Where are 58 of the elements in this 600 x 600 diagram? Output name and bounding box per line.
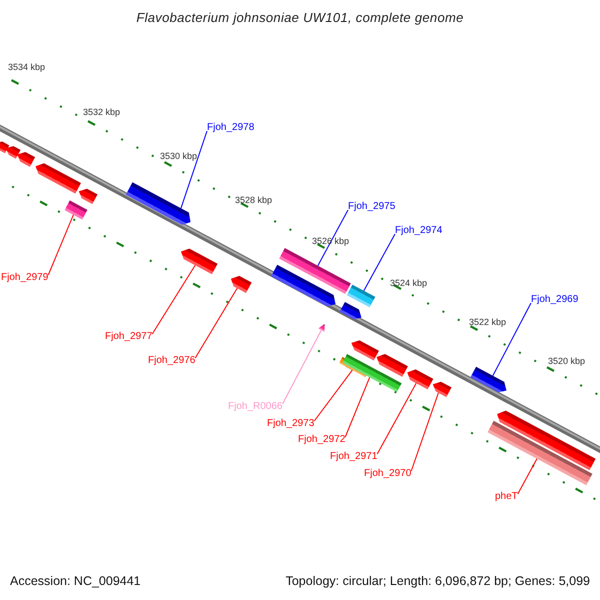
gene-label: Fjoh_2975: [348, 201, 396, 213]
leader-line: [282, 330, 322, 404]
scale-label: 3524 kbp: [390, 278, 428, 288]
scale-label: 3520 kbp: [548, 356, 586, 366]
gene-feature: [180, 248, 218, 274]
gene-feature: [279, 248, 351, 294]
gene-feature: [6, 146, 21, 159]
gene-label: Fjoh_2969: [531, 294, 578, 306]
gene-feature: [36, 163, 81, 194]
leader-line: [317, 210, 348, 266]
leader-line: [344, 376, 370, 438]
gene-feature: [64, 200, 88, 220]
gene-label: pheT: [495, 491, 518, 503]
leader-line: [363, 234, 396, 292]
gene-feature: [346, 284, 376, 308]
gene-label: Fjoh_2970: [364, 468, 412, 480]
gene-label: Fjoh_2979: [1, 272, 48, 284]
diagram-title: Flavobacterium johnsoniae UW101, complete genome: [135, 10, 465, 25]
gene-feature: [126, 182, 191, 225]
leader-line: [194, 288, 238, 358]
gene-feature: [407, 369, 434, 390]
scale-label: 3526 kbp: [312, 236, 350, 246]
gene-label: Fjoh_2971: [330, 451, 378, 463]
gene-feature: [376, 354, 408, 377]
gene-label: Fjoh_2978: [207, 122, 254, 134]
footer-text: Accession: NC_009441: [10, 574, 141, 588]
gene-marker: [318, 324, 325, 332]
gene-label: Fjoh_2972: [298, 434, 346, 446]
gene-feature: [432, 382, 452, 398]
gene-feature: [351, 340, 379, 360]
leader-line: [376, 382, 417, 454]
leader-line: [180, 130, 208, 209]
gene-feature: [497, 410, 596, 470]
gene-label: Fjoh_2976: [148, 355, 196, 367]
leader-line: [48, 214, 74, 276]
scale-label: 3532 kbp: [83, 107, 120, 117]
leader-line: [410, 392, 439, 472]
gene-label: Fjoh_2977: [105, 331, 152, 343]
gene-feature: [17, 152, 36, 167]
gene-label: Fjoh_2974: [395, 225, 442, 237]
gene-feature: [470, 366, 506, 392]
gene-feature: [488, 420, 592, 486]
footer-text: Topology: circular; Length: 6,096,872 bp; Genes: 5,099: [286, 574, 590, 588]
leader-line: [314, 370, 353, 422]
gene-feature: [271, 264, 336, 306]
gene-label: Fjoh_2973: [267, 418, 314, 430]
leader-line: [152, 264, 196, 334]
gene-feature: [0, 142, 10, 154]
leader-line: [517, 458, 538, 494]
gene-feature: [78, 188, 98, 204]
gene-feature: [230, 276, 252, 294]
gene-label: Fjoh_R0066: [228, 401, 282, 413]
leader-line: [492, 302, 532, 376]
gene-feature: [340, 302, 362, 320]
scale-label: 3528 kbp: [235, 195, 272, 205]
scale-label: 3530 kbp: [160, 151, 198, 161]
scale-label: 3522 kbp: [469, 317, 506, 327]
scale-label: 3534 kbp: [8, 62, 46, 72]
